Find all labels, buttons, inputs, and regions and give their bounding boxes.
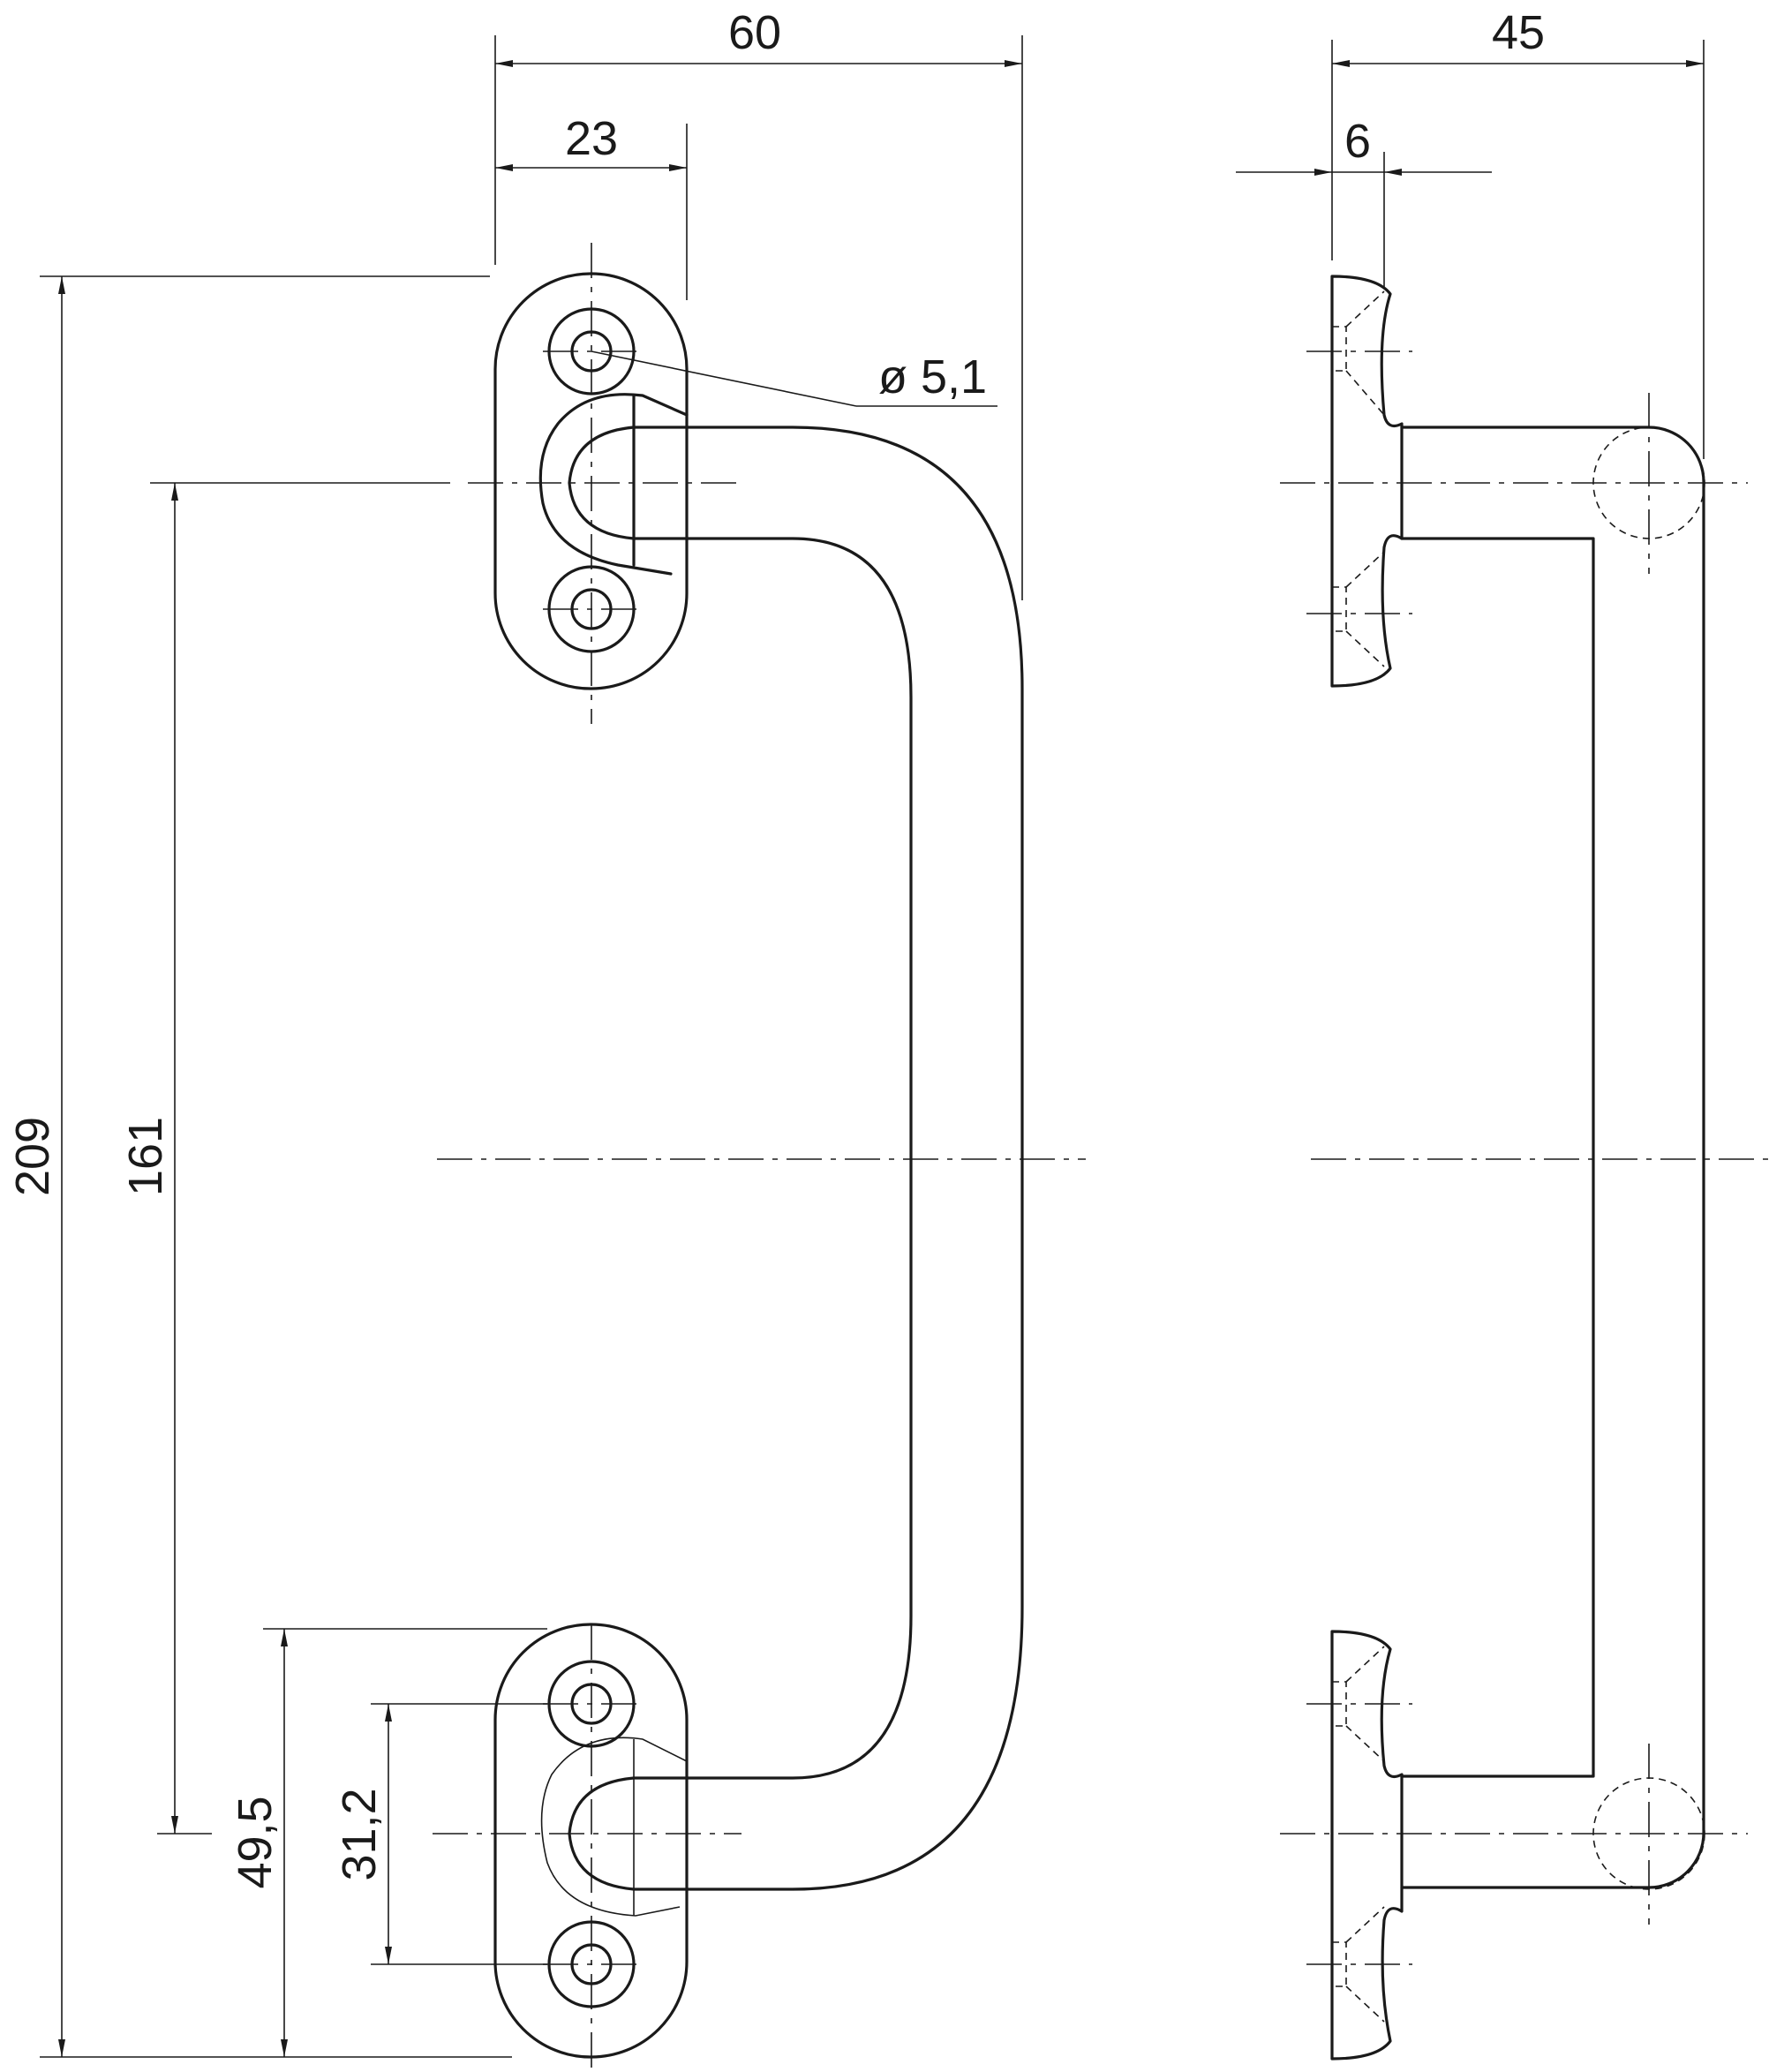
dim-hole-diameter: ø 5,1 bbox=[878, 350, 987, 403]
handle-outer-outline bbox=[632, 426, 1024, 1891]
handle-inner-outline bbox=[632, 537, 913, 1780]
dim-base-width: 23 bbox=[565, 112, 618, 165]
side-handle-body bbox=[1400, 426, 1705, 1889]
side-view: 45 6 bbox=[1236, 6, 1769, 2061]
front-view: 60 23 ø 5,1 209 161 49,5 31,2 bbox=[6, 6, 1086, 2072]
dim-base-thickness: 6 bbox=[1344, 115, 1371, 168]
upper-rosette bbox=[1330, 275, 1404, 688]
dim-center-distance: 161 bbox=[119, 1117, 172, 1196]
dim-projection: 45 bbox=[1492, 6, 1545, 59]
dim-hole-spacing: 31,2 bbox=[333, 1788, 386, 1880]
dim-overall-width: 60 bbox=[728, 6, 781, 59]
dim-base-length: 49,5 bbox=[229, 1796, 282, 1888]
lower-rosette bbox=[1330, 1630, 1404, 2061]
dim-overall-height: 209 bbox=[6, 1117, 59, 1196]
upper-stem-boss bbox=[538, 393, 689, 576]
